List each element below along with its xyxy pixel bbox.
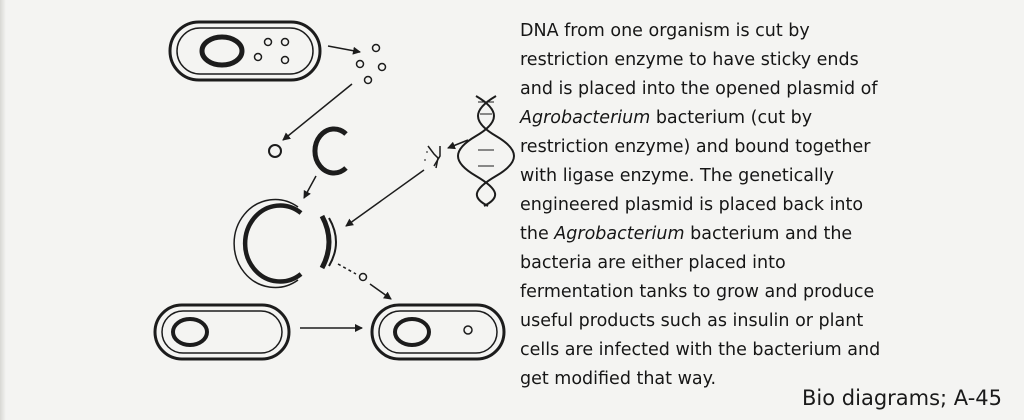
recombinant-plasmid-icon [463,325,473,335]
plasmid-icon [280,55,290,65]
genetic-engineering-diagram [153,20,515,361]
recombinant-plasmid-small-icon [358,272,368,282]
description-line: restriction enzyme) and bound together [520,137,871,157]
description-line: restriction enzyme to have sticky ends [520,50,859,70]
plasmid-icon [263,37,273,47]
opened-plasmid-icon [312,126,348,176]
inserted-dna-fragment-icon [319,214,332,270]
dna-cut-arrow [447,139,469,150]
description-line: with ligase enzyme. The genetically [520,166,835,186]
description-fragment: bacterium (cut by [650,108,813,128]
plasmid-icon [253,52,263,62]
bacterial-chromosome-icon [199,34,245,68]
transfer-arrow-1 [337,263,357,275]
description-line: and is placed into the opened plasmid of [520,79,878,99]
donor-dna-helix-icon [457,95,515,207]
host-bacterium [153,303,291,361]
transformed-bacterium [370,303,506,361]
scan-edge [0,0,6,420]
description-fragment: the [520,224,555,244]
plasmid-icon [280,37,290,47]
transfer-arrow-2 [369,283,392,300]
small-plasmid-icon [268,144,282,158]
description-line: DNA from one organism is cut by [520,21,810,41]
isolation-arrow [282,83,353,141]
description-line: bacteria are either placed into [520,253,786,273]
cut-dna-fragment-icon [424,145,441,169]
description-line: the Agrobacterium bacterium and the [520,220,920,249]
donor-bacterium [168,20,322,82]
released-plasmids [355,43,387,85]
organism-name-italic: Agrobacterium [520,108,651,128]
host-chromosome-icon [171,317,209,347]
extraction-arrow [327,45,361,55]
description-line: fermentation tanks to grow and produce [520,282,875,302]
cut-plasmid-arrow [303,175,317,199]
description-line: cells are infected with the bacterium an… [520,340,881,360]
transformed-chromosome-icon [393,317,431,347]
description-line: get modified that way. [520,369,717,389]
figure-caption: Bio diagrams; A-45 [802,386,1002,410]
organism-name-italic: Agrobacterium [554,224,685,244]
description-line: Agrobacterium bacterium (cut by [520,104,920,133]
insertion-arrow [345,169,425,227]
recombinant-plasmid [233,198,337,289]
description-line: engineered plasmid is placed back into [520,195,864,215]
description-line: useful products such as insulin or plant [520,311,864,331]
description-fragment: bacterium and the [684,224,853,244]
process-description: DNA from one organism is cut by restrict… [520,17,920,394]
